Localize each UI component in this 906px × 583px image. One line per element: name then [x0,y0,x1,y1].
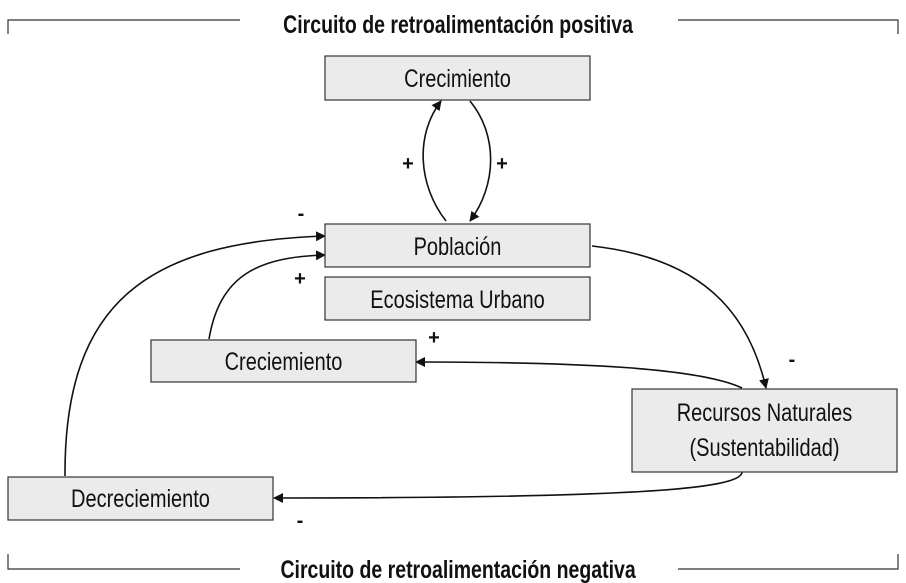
node-poblacion: Población [324,223,591,268]
arrow-decrecimiento-to-poblacion [64,231,326,477]
arrow-crecimiento-to-poblacion-lower [208,250,326,340]
node-crecimiento-mid: Creciemiento [150,339,417,383]
node-decrecimiento: Decreciemiento [7,476,274,521]
node-crecimiento-top: Crecimiento [324,55,591,101]
node-poblacion-label: Población [414,233,502,261]
positive-loop-frame [7,19,899,34]
sign-decrecimiento-to-poblacion: - [298,203,305,225]
node-recursos-naturales: Recursos Naturales (Sustentabilidad) [631,388,898,473]
node-ecosistema-urbano: Ecosistema Urbano [324,276,591,321]
node-recursos-line1: Recursos Naturales [677,399,853,427]
sign-crecimiento-to-poblacion: + [294,268,306,290]
sign-poblacion-to-recursos: - [789,349,796,371]
arrow-recursos-to-crecimiento [415,357,743,389]
sign-up-left: + [402,153,414,175]
node-decrecimiento-label: Decreciemiento [71,485,210,513]
negative-loop-frame [7,554,899,570]
node-ecosistema-urbano-label: Ecosistema Urbano [370,286,544,314]
node-crecimiento-mid-label: Creciemiento [225,348,343,376]
node-crecimiento-top-label: Crecimiento [404,65,511,93]
sign-recursos-to-decrecimiento: - [297,510,304,532]
sign-recursos-to-crecimiento: + [428,327,440,349]
arrow-poblacion-to-crecimiento [422,100,447,222]
negative-loop-title: Circuito de retroalimentación negativa [280,556,636,583]
node-recursos-line2: (Sustentabilidad) [689,434,839,462]
sign-up-right: + [496,153,508,175]
arrow-poblacion-to-recursos [591,245,769,389]
arrow-crecimiento-to-poblacion [469,100,492,222]
positive-loop-title: Circuito de retroalimentación positiva [283,11,633,39]
arrow-recursos-to-decrecimiento [273,471,743,503]
